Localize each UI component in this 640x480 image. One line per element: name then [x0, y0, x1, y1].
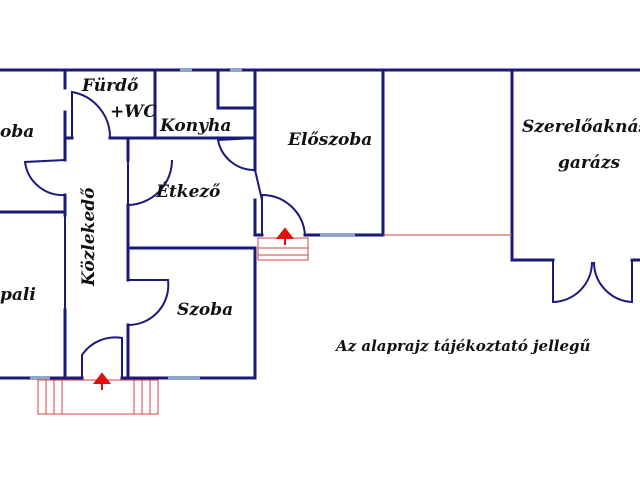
- door-eloszoba: [254, 169, 263, 201]
- label-konyha: Konyha: [159, 116, 231, 136]
- label-nappali: pali: [0, 285, 36, 305]
- doors: [23, 90, 633, 378]
- door-garage-right: [592, 260, 633, 304]
- windows: [30, 68, 355, 380]
- walls: [0, 68, 640, 380]
- label-furdo: Fürdő: [81, 76, 139, 96]
- door-konyha: [216, 137, 256, 172]
- steps-bottom-outer: [37, 379, 159, 415]
- disclaimer-note: Az alaprajz tájékoztató jellegű: [334, 337, 591, 355]
- entry-arrows: [92, 227, 295, 390]
- door-garage-left: [552, 260, 593, 304]
- label-etkezo: Étkező: [155, 181, 221, 202]
- label-eloszoba: Előszoba: [287, 130, 372, 150]
- label-wc: +WC: [110, 102, 157, 122]
- steps-main-outer: [257, 237, 309, 261]
- label-szereloakna: Szerelőaknás: [522, 117, 640, 137]
- door-left-szoba: [23, 159, 66, 197]
- label-szoba-left: oba: [0, 122, 34, 142]
- door-entrance-main: [261, 193, 306, 236]
- entry-arrow-main: [275, 227, 295, 245]
- door-entrance-bottom: [81, 336, 123, 378]
- label-kozlekedo: Közlekedő: [79, 187, 99, 287]
- door-szoba: [127, 279, 170, 327]
- door-etkezo: [127, 159, 173, 207]
- door-furdo: [71, 90, 112, 139]
- terrace-lines: [37, 234, 512, 415]
- entry-arrow-bottom: [92, 372, 112, 390]
- label-szoba: Szoba: [177, 300, 233, 320]
- label-garazs: garázs: [558, 153, 621, 173]
